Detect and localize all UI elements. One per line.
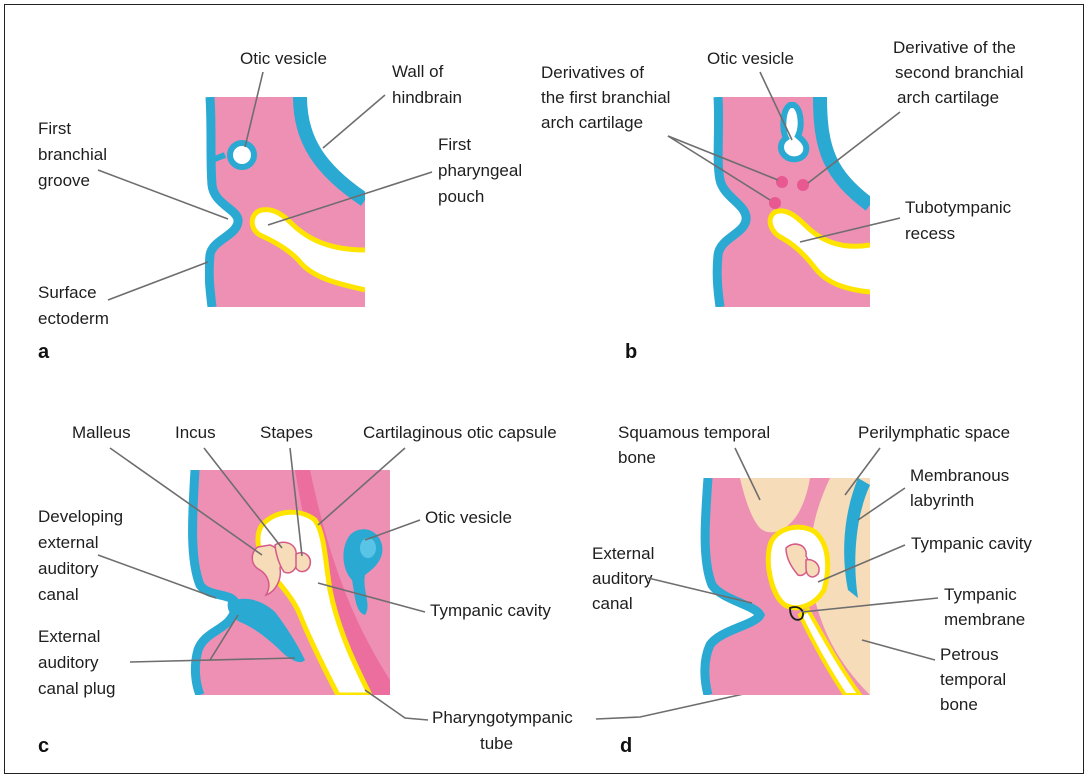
panel-letter-a: a bbox=[38, 341, 50, 363]
leader-line bbox=[108, 262, 208, 300]
label-incus: Incus bbox=[175, 423, 216, 442]
label-wall-hindbrain-2: hindbrain bbox=[392, 88, 462, 107]
label-second-arch-2: second branchial bbox=[895, 63, 1024, 82]
label-petrous-1: Petrous bbox=[940, 645, 999, 664]
label-petrous-2: temporal bbox=[940, 670, 1006, 689]
label-squamous-2: bone bbox=[618, 448, 656, 467]
label-first-pharyngeal-pouch-1: First bbox=[438, 135, 471, 154]
label-surface-ectoderm-2: ectoderm bbox=[38, 309, 109, 328]
label-first-branchial-groove-2: branchial bbox=[38, 145, 107, 164]
panel-d-tissue bbox=[700, 478, 870, 695]
label-membranous-2: labyrinth bbox=[910, 491, 974, 510]
label-pharyngotympanic-1: Pharyngotympanic bbox=[432, 708, 573, 727]
label-tympanic-membrane-1: Tympanic bbox=[944, 585, 1017, 604]
panel-letter-d: d bbox=[620, 735, 632, 757]
panel-d: Squamous temporal bone Perilymphatic spa… bbox=[592, 423, 1032, 757]
panel-a: Otic vesicle Wall of hindbrain First bra… bbox=[38, 49, 522, 363]
label-tympanic-cavity-c: Tympanic cavity bbox=[430, 601, 551, 620]
label-first-pharyngeal-pouch-2: pharyngeal bbox=[438, 161, 522, 180]
label-otic-vesicle-b: Otic vesicle bbox=[707, 49, 794, 68]
label-first-branchial-groove-3: groove bbox=[38, 171, 90, 190]
panel-letter-b: b bbox=[625, 341, 637, 363]
label-squamous-1: Squamous temporal bbox=[618, 423, 770, 442]
label-tubotympanic-2: recess bbox=[905, 224, 955, 243]
label-otic-vesicle-c: Otic vesicle bbox=[425, 508, 512, 527]
label-eac-plug-2: auditory bbox=[38, 653, 99, 672]
label-first-branchial-groove-1: First bbox=[38, 119, 71, 138]
label-first-pharyngeal-pouch-3: pouch bbox=[438, 187, 484, 206]
panel-b: Otic vesicle Derivative of the second br… bbox=[541, 38, 1024, 363]
label-tympanic-membrane-2: membrane bbox=[944, 610, 1025, 629]
label-eac-d-3: canal bbox=[592, 594, 633, 613]
panel-letter-c: c bbox=[38, 735, 49, 757]
label-developing-eac-1: Developing bbox=[38, 507, 123, 526]
label-developing-eac-3: auditory bbox=[38, 559, 99, 578]
label-stapes: Stapes bbox=[260, 423, 313, 442]
leader-line bbox=[862, 640, 935, 660]
label-eac-d-1: External bbox=[592, 544, 654, 563]
label-eac-plug-3: canal plug bbox=[38, 679, 116, 698]
label-tympanic-cavity-d: Tympanic cavity bbox=[911, 534, 1032, 553]
label-pharyngotympanic-2: tube bbox=[480, 734, 513, 753]
label-otic-vesicle-a: Otic vesicle bbox=[240, 49, 327, 68]
label-first-arch-2: the first branchial bbox=[541, 88, 670, 107]
label-developing-eac-4: canal bbox=[38, 585, 79, 604]
label-surface-ectoderm-1: Surface bbox=[38, 283, 97, 302]
label-malleus: Malleus bbox=[72, 423, 131, 442]
label-developing-eac-2: external bbox=[38, 533, 98, 552]
label-first-arch-3: arch cartilage bbox=[541, 113, 643, 132]
label-petrous-3: bone bbox=[940, 695, 978, 714]
label-eac-d-2: auditory bbox=[592, 569, 653, 588]
panel-c-tissue bbox=[185, 470, 390, 700]
label-tubotympanic-1: Tubotympanic bbox=[905, 198, 1012, 217]
label-first-arch-1: Derivatives of bbox=[541, 63, 644, 82]
label-membranous-1: Membranous bbox=[910, 466, 1009, 485]
label-otic-capsule: Cartilaginous otic capsule bbox=[363, 423, 557, 442]
label-second-arch-3: arch cartilage bbox=[897, 88, 999, 107]
label-eac-plug-1: External bbox=[38, 627, 100, 646]
label-perilymphatic: Perilymphatic space bbox=[858, 423, 1010, 442]
label-second-arch-1: Derivative of the bbox=[893, 38, 1016, 57]
label-wall-hindbrain-1: Wall of bbox=[392, 62, 444, 81]
panel-b-tissue bbox=[710, 97, 870, 307]
